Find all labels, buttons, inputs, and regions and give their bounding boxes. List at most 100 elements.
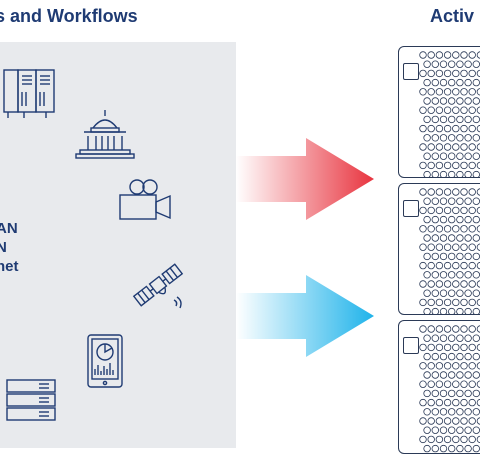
led-hole — [472, 334, 480, 342]
led-hole — [431, 78, 439, 87]
led-hole — [419, 51, 427, 59]
led-hole — [431, 152, 439, 160]
led-hole — [423, 389, 431, 398]
led-hole — [468, 143, 476, 151]
led-hole — [468, 51, 476, 59]
led-hole — [448, 252, 456, 261]
led-hole — [456, 408, 464, 416]
led-hole — [431, 115, 439, 124]
led-hole — [423, 371, 431, 379]
led-hole — [464, 408, 472, 416]
led-hole — [472, 152, 480, 160]
led-hole — [468, 280, 476, 288]
led-hole — [439, 134, 448, 142]
led-hole — [435, 106, 444, 114]
led-hole — [439, 352, 448, 361]
led-hole — [460, 69, 468, 78]
led-hole — [435, 261, 444, 270]
active-heading: Activ — [430, 6, 475, 26]
led-hole — [435, 161, 444, 170]
led-hole — [448, 307, 456, 314]
led-hole — [431, 134, 439, 142]
led-hole — [439, 252, 448, 261]
led-hole — [452, 106, 460, 114]
led-hole — [431, 197, 439, 205]
led-hole — [427, 69, 435, 78]
network-label-internet: net — [0, 258, 19, 275]
led-hole — [472, 352, 480, 361]
server-stack-icon — [6, 379, 56, 421]
led-hole — [476, 261, 480, 270]
led-hole — [419, 88, 427, 96]
led-hole — [419, 380, 427, 388]
led-hole — [472, 307, 480, 314]
led-hole — [423, 252, 431, 261]
server-rack-icon — [3, 69, 55, 118]
led-hole — [460, 261, 468, 270]
led-hole — [472, 197, 480, 205]
led-hole — [460, 51, 468, 59]
led-hole — [435, 280, 444, 288]
led-hole — [423, 197, 431, 205]
led-hole — [423, 152, 431, 160]
led-hole — [427, 343, 435, 352]
led-hole — [423, 215, 431, 224]
led-hole — [443, 88, 452, 96]
led-hole — [456, 170, 464, 177]
led-hole — [435, 343, 444, 352]
led-hole — [460, 106, 468, 114]
led-hole — [427, 124, 435, 133]
led-hole — [431, 307, 439, 314]
led-hole — [439, 115, 448, 124]
led-hole — [439, 271, 448, 279]
led-hole — [452, 298, 460, 307]
led-hole — [435, 325, 444, 333]
led-hole — [443, 206, 452, 215]
led-hole — [431, 234, 439, 242]
led-hole — [460, 188, 468, 196]
led-hole — [468, 325, 476, 333]
led-hole — [452, 225, 460, 233]
led-hole — [460, 435, 468, 444]
network-label-lan: AN — [0, 220, 18, 237]
led-hole — [452, 124, 460, 133]
led-hole — [456, 78, 464, 87]
led-hole — [456, 197, 464, 205]
led-hole — [443, 106, 452, 114]
led-hole — [443, 161, 452, 170]
led-hole — [452, 343, 460, 352]
led-hole — [460, 417, 468, 425]
led-hole — [460, 88, 468, 96]
led-hole — [476, 88, 480, 96]
led-hole — [464, 60, 472, 68]
led-hole — [435, 398, 444, 407]
led-hole — [439, 97, 448, 105]
led-hole — [464, 170, 472, 177]
led-hole — [464, 152, 472, 160]
led-hole — [448, 271, 456, 279]
led-hole — [439, 334, 448, 342]
led-hole — [476, 69, 480, 78]
led-hole — [443, 435, 452, 444]
led-hole — [419, 362, 427, 370]
led-hole — [448, 60, 456, 68]
led-hole — [476, 161, 480, 170]
led-hole — [439, 426, 448, 434]
led-hole — [456, 152, 464, 160]
led-hole — [468, 243, 476, 251]
red-arrow — [236, 138, 374, 220]
tablet-chart-icon — [87, 334, 123, 388]
led-hole — [448, 134, 456, 142]
led-hole — [464, 334, 472, 342]
led-hole — [456, 60, 464, 68]
led-hole — [448, 289, 456, 297]
led-hole — [468, 435, 476, 444]
led-hole — [431, 271, 439, 279]
led-hole — [452, 188, 460, 196]
led-hole — [460, 206, 468, 215]
led-hole — [472, 170, 480, 177]
led-hole — [439, 289, 448, 297]
led-hole — [439, 234, 448, 242]
led-hole — [435, 362, 444, 370]
led-hole — [435, 188, 444, 196]
